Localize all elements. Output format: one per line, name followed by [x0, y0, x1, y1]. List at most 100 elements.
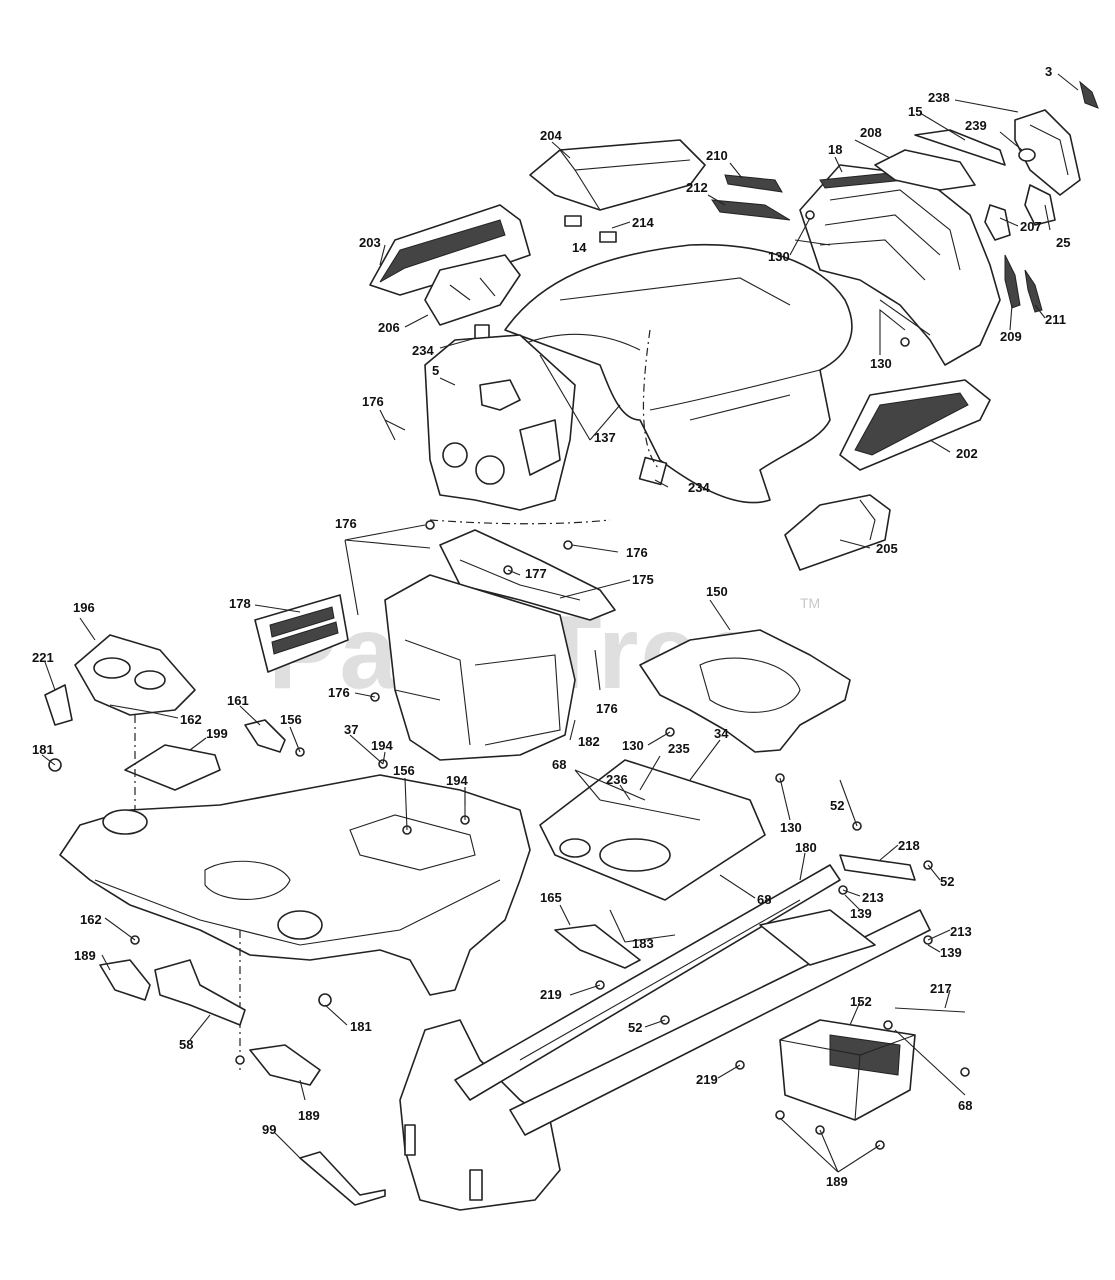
- frame-rail-right: [509, 909, 931, 1136]
- callout-139-right: 139: [940, 945, 962, 960]
- callout-3: 3: [1045, 64, 1052, 79]
- callout-219-upper: 219: [540, 987, 562, 1002]
- bracket-221: [44, 684, 73, 726]
- fastener: [563, 540, 573, 550]
- callout-37: 37: [344, 722, 358, 737]
- callout-189-left: 189: [74, 948, 96, 963]
- leader-lines: [41, 73, 1079, 1173]
- rod-217: [894, 1007, 966, 1013]
- callout-210: 210: [706, 148, 728, 163]
- callout-204: 204: [540, 128, 562, 143]
- callout-15: 15: [908, 104, 922, 119]
- callout-34: 34: [714, 726, 729, 741]
- emblem-238: [1014, 109, 1081, 196]
- label-234b: [638, 456, 668, 486]
- callout-176-left: 176: [335, 516, 357, 531]
- callout-139-left: 139: [850, 906, 872, 921]
- strip-209: [1004, 254, 1021, 309]
- panel-150: [639, 629, 851, 753]
- housing-182: [384, 574, 576, 761]
- frame-cross: [759, 909, 876, 966]
- callout-68-mid: 68: [757, 892, 771, 907]
- fastener: [883, 1020, 893, 1030]
- callout-218: 218: [898, 838, 920, 853]
- grille-strip-212: [711, 199, 791, 221]
- cap-3: [1079, 80, 1099, 109]
- callout-181-upper: 181: [32, 742, 54, 757]
- callout-156-left: 156: [280, 712, 302, 727]
- clip-214a: [564, 215, 582, 227]
- callout-68-lower: 68: [958, 1098, 972, 1113]
- fastener: [775, 1110, 785, 1120]
- hood-panel-204: [529, 139, 706, 211]
- callout-211: 211: [1045, 312, 1066, 327]
- frame-front-plate: [399, 1019, 561, 1211]
- nose-205: [784, 494, 891, 571]
- trim-208: [874, 149, 976, 191]
- callout-labels: 3 238 15 239 208 18 204 210 212 214 203 …: [32, 64, 1070, 1189]
- callout-176-right: 176: [596, 701, 618, 716]
- callout-194-left: 194: [371, 738, 393, 753]
- rod-99: [299, 1151, 386, 1206]
- bracket-189b: [249, 1044, 321, 1086]
- callout-194-right: 194: [446, 773, 468, 788]
- callout-202: 202: [956, 446, 978, 461]
- callout-217: 217: [930, 981, 952, 996]
- strip-211: [1024, 269, 1043, 313]
- callout-58: 58: [179, 1037, 193, 1052]
- callout-162-lower: 162: [80, 912, 102, 927]
- clip-214b: [599, 231, 617, 243]
- fastener: [318, 993, 332, 1007]
- callout-205: 205: [876, 541, 898, 556]
- plate-199: [124, 744, 221, 791]
- callout-130-mid: 130: [622, 738, 644, 753]
- callout-130-upper: 130: [768, 249, 790, 264]
- callout-199: 199: [206, 726, 228, 741]
- fastener: [425, 520, 435, 530]
- callout-214: 214: [632, 215, 654, 230]
- callout-176-mid: 176: [626, 545, 648, 560]
- callout-178: 178: [229, 596, 251, 611]
- callout-182: 182: [578, 734, 600, 749]
- callout-177: 177: [525, 566, 547, 581]
- callout-212: 212: [686, 180, 708, 195]
- callout-152: 152: [850, 994, 872, 1009]
- callout-206: 206: [378, 320, 400, 335]
- fastener: [960, 1067, 970, 1077]
- badge-239: [1018, 148, 1036, 162]
- callout-130-lower: 130: [780, 820, 802, 835]
- callout-203: 203: [359, 235, 381, 250]
- dash-gauge: [475, 455, 505, 485]
- bracket-58: [154, 959, 246, 1026]
- callout-14: 14: [572, 240, 587, 255]
- callout-219-lower: 219: [696, 1072, 718, 1087]
- callout-236: 236: [606, 772, 628, 787]
- callout-5: 5: [432, 363, 439, 378]
- callout-176-lower: 176: [328, 685, 350, 700]
- lever-161: [244, 719, 286, 753]
- callout-176-upper: 176: [362, 394, 384, 409]
- callout-52-top: 52: [830, 798, 844, 813]
- callout-189-lower: 189: [826, 1174, 848, 1189]
- callout-180: 180: [795, 840, 817, 855]
- bracket-165: [554, 924, 641, 969]
- callout-196: 196: [73, 600, 95, 615]
- fastener: [900, 337, 910, 347]
- callout-239: 239: [965, 118, 987, 133]
- callout-235: 235: [668, 741, 690, 756]
- callout-18: 18: [828, 142, 842, 157]
- callout-150: 150: [706, 584, 728, 599]
- trim-15: [914, 129, 1006, 166]
- callout-213-left: 213: [862, 890, 884, 905]
- callout-234-upper: 234: [412, 343, 434, 358]
- bracket-207: [984, 204, 1011, 241]
- callout-156-right: 156: [393, 763, 415, 778]
- frame-rail-left: [454, 864, 841, 1101]
- fastener: [235, 1055, 245, 1065]
- callout-183: 183: [632, 936, 654, 951]
- plate-34: [539, 759, 766, 901]
- callout-189-mid: 189: [298, 1108, 320, 1123]
- callout-234-lower: 234: [688, 480, 710, 495]
